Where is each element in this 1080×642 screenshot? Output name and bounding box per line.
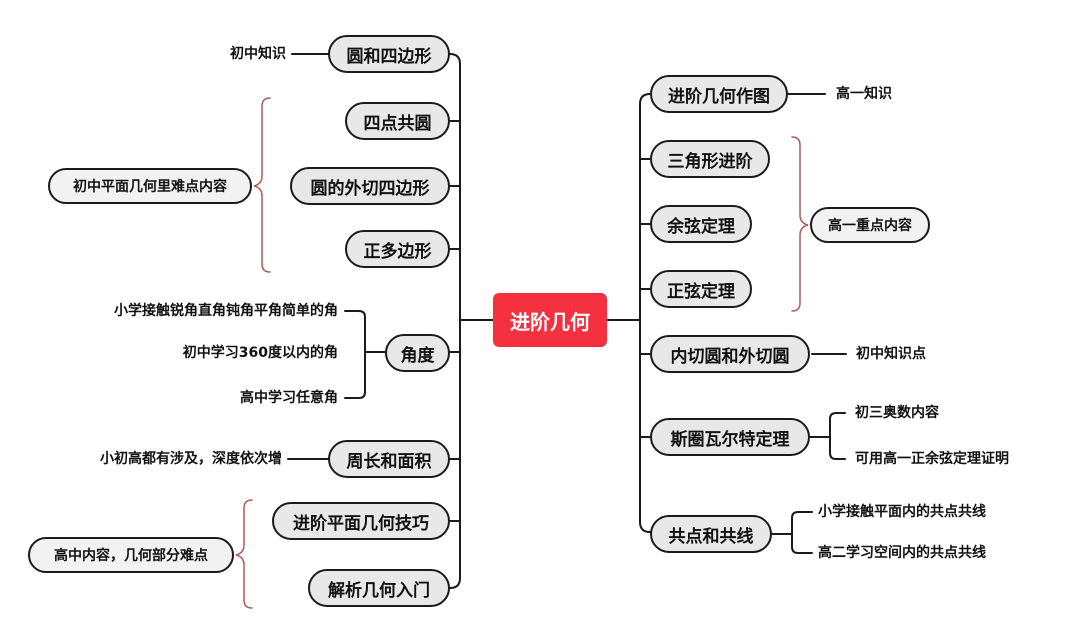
topic-perimeter-area[interactable]: 周长和面积 — [328, 440, 450, 478]
root-topic[interactable]: 进阶几何 — [493, 293, 607, 347]
note-cyclic-group: 初中平面几何里难点内容 — [48, 168, 252, 204]
note-stewart-proof: 可用高一正余弦定理证明 — [855, 451, 1009, 467]
topic-stewart[interactable]: 斯圈瓦尔特定理 — [650, 418, 810, 456]
topic-incircle[interactable]: 内切圆和外切圆 — [650, 335, 810, 373]
topic-construction[interactable]: 进阶几何作图 — [650, 75, 788, 113]
note-circle-quadrilateral: 初中知识 — [230, 46, 286, 62]
topic-sine-law[interactable]: 正弦定理 — [650, 270, 752, 308]
topic-circle-quadrilateral[interactable]: 圆和四边形 — [328, 35, 450, 73]
note-angle-primary: 小学接触锐角直角钝角平角简单的角 — [114, 303, 338, 319]
note-angle-middle: 初中学习360度以内的角 — [182, 345, 338, 361]
topic-analytic-intro[interactable]: 解析几何入门 — [308, 569, 450, 607]
topic-concyclic[interactable]: 四点共圆 — [345, 102, 450, 140]
topic-regular-polygon[interactable]: 正多边形 — [345, 230, 450, 268]
note-triangle-group: 高一重点内容 — [810, 207, 930, 243]
topic-tangential-quadrilateral[interactable]: 圆的外切四边形 — [290, 167, 450, 205]
topic-cosine-law[interactable]: 余弦定理 — [650, 205, 752, 243]
topic-concurrent-collinear[interactable]: 共点和共线 — [650, 515, 772, 553]
note-advanced-group: 高中内容，几何部分难点 — [28, 537, 234, 573]
note-stewart-olympiad: 初三奥数内容 — [855, 405, 939, 421]
note-concurrent-space: 高二学习空间内的共点共线 — [818, 545, 986, 561]
note-concurrent-plane: 小学接触平面内的共点共线 — [818, 504, 986, 520]
topic-plane-techniques[interactable]: 进阶平面几何技巧 — [272, 502, 450, 540]
topic-angle[interactable]: 角度 — [385, 334, 450, 372]
note-construction: 高一知识 — [836, 86, 892, 102]
note-incircle: 初中知识点 — [856, 346, 926, 362]
topic-triangle-advanced[interactable]: 三角形进阶 — [650, 140, 770, 178]
note-angle-high: 高中学习任意角 — [240, 390, 338, 406]
note-perimeter-area: 小初高都有涉及，深度依次增 — [100, 451, 282, 467]
